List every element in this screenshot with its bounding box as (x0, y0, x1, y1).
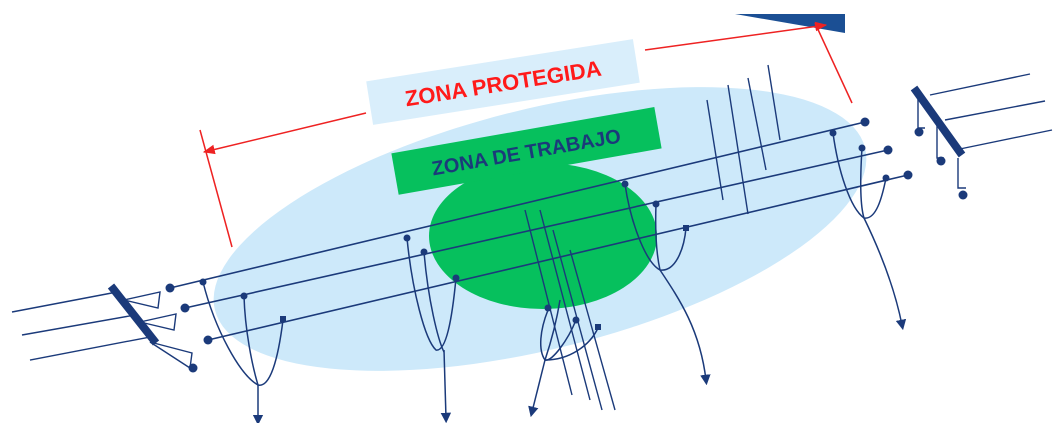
grounding-clamps-3 (544, 304, 601, 330)
phase-conductors (169, 121, 909, 341)
left-tower (11, 283, 193, 370)
grounding-clamps-4 (621, 180, 689, 231)
grounding-set-4 (624, 183, 711, 386)
crossing-lines (524, 64, 781, 411)
grounding-clamps-5 (829, 129, 890, 182)
grounding-set-2 (406, 237, 457, 423)
grounding-set-1 (202, 281, 284, 423)
left-tower-insulator-ends (165, 283, 198, 373)
grounding-clamps-2 (403, 234, 460, 282)
grounding-set-3 (528, 299, 599, 418)
grounding-clamps-1 (199, 278, 286, 322)
grounding-set-5 (832, 132, 907, 331)
right-tower (910, 73, 1053, 189)
protected-zone-dimension (199, 21, 853, 248)
work-zone-ellipse (429, 163, 657, 309)
conductor-ends (203, 117, 913, 345)
right-tower-insulator-ends (914, 127, 968, 200)
